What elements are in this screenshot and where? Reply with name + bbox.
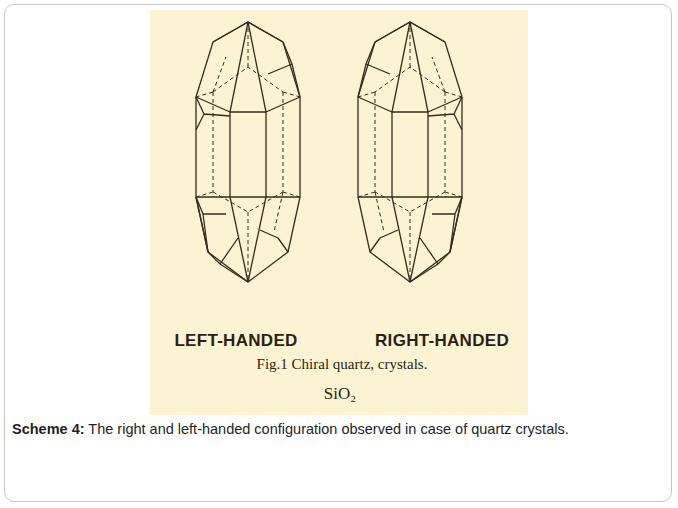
right-crystal (358, 22, 462, 282)
formula-label: SiO₂ (324, 384, 356, 404)
left-crystal (196, 22, 300, 282)
handedness-label: RIGHT-HANDED (375, 331, 509, 351)
figure-panel (150, 10, 528, 415)
figure-label: Fig.1 Chiral quartz, crystals. (257, 356, 428, 373)
handedness-label: LEFT-HANDED (174, 331, 297, 351)
figure-caption: Scheme 4: The right and left-handed conf… (12, 420, 667, 439)
